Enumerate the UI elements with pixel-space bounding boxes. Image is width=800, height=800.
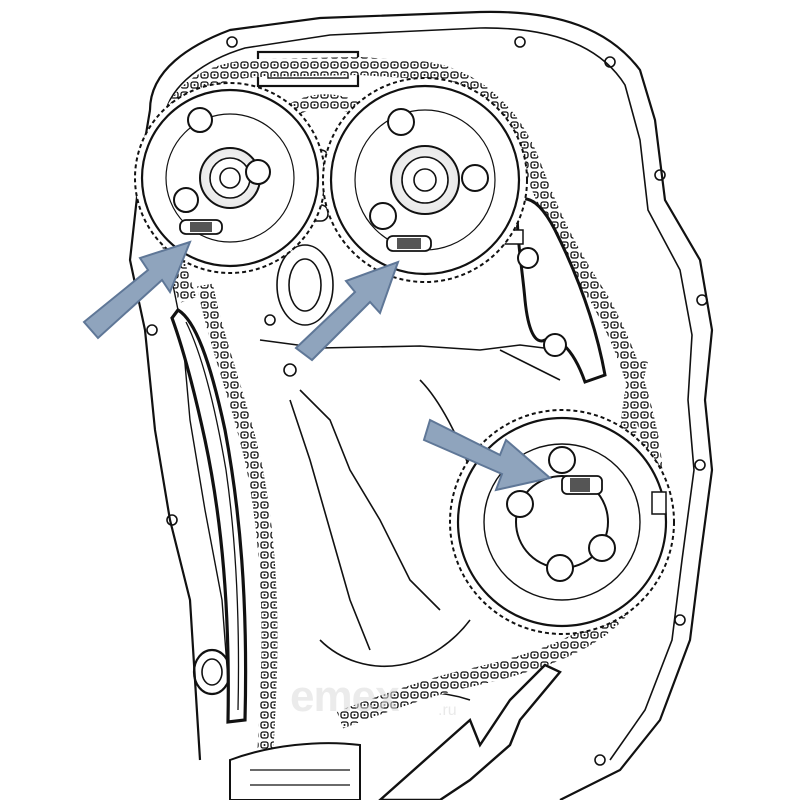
left-cam-sprocket bbox=[134, 82, 326, 274]
left-cam-timing-mark bbox=[179, 219, 223, 235]
water-pump-boss bbox=[276, 244, 334, 326]
watermark-domain: .ru bbox=[438, 702, 457, 719]
crank-sprocket bbox=[449, 409, 675, 635]
right-cam-timing-mark bbox=[386, 235, 432, 252]
crank-arrow bbox=[422, 418, 553, 492]
left-cam-bolts bbox=[173, 107, 271, 213]
tensioner-rail bbox=[170, 307, 248, 724]
housing-bolt-holes bbox=[146, 36, 708, 766]
housing-inner-edge bbox=[164, 27, 695, 761]
right-cam-sprocket bbox=[322, 77, 528, 283]
right-cam-arrow bbox=[294, 260, 400, 362]
seal-ring bbox=[192, 648, 232, 696]
right-cam-bolts bbox=[369, 108, 489, 230]
guide-bolt-top bbox=[517, 247, 539, 269]
guide-bolt-bottom bbox=[543, 333, 567, 357]
chain-inner-strand bbox=[197, 283, 278, 761]
crank-timing-mark bbox=[561, 475, 603, 495]
alignment-pointer bbox=[378, 663, 562, 800]
watermark-brand: emex bbox=[290, 672, 400, 721]
crank-nose bbox=[229, 742, 361, 800]
crank-bolts bbox=[506, 446, 616, 582]
left-cam-arrow bbox=[82, 240, 192, 340]
